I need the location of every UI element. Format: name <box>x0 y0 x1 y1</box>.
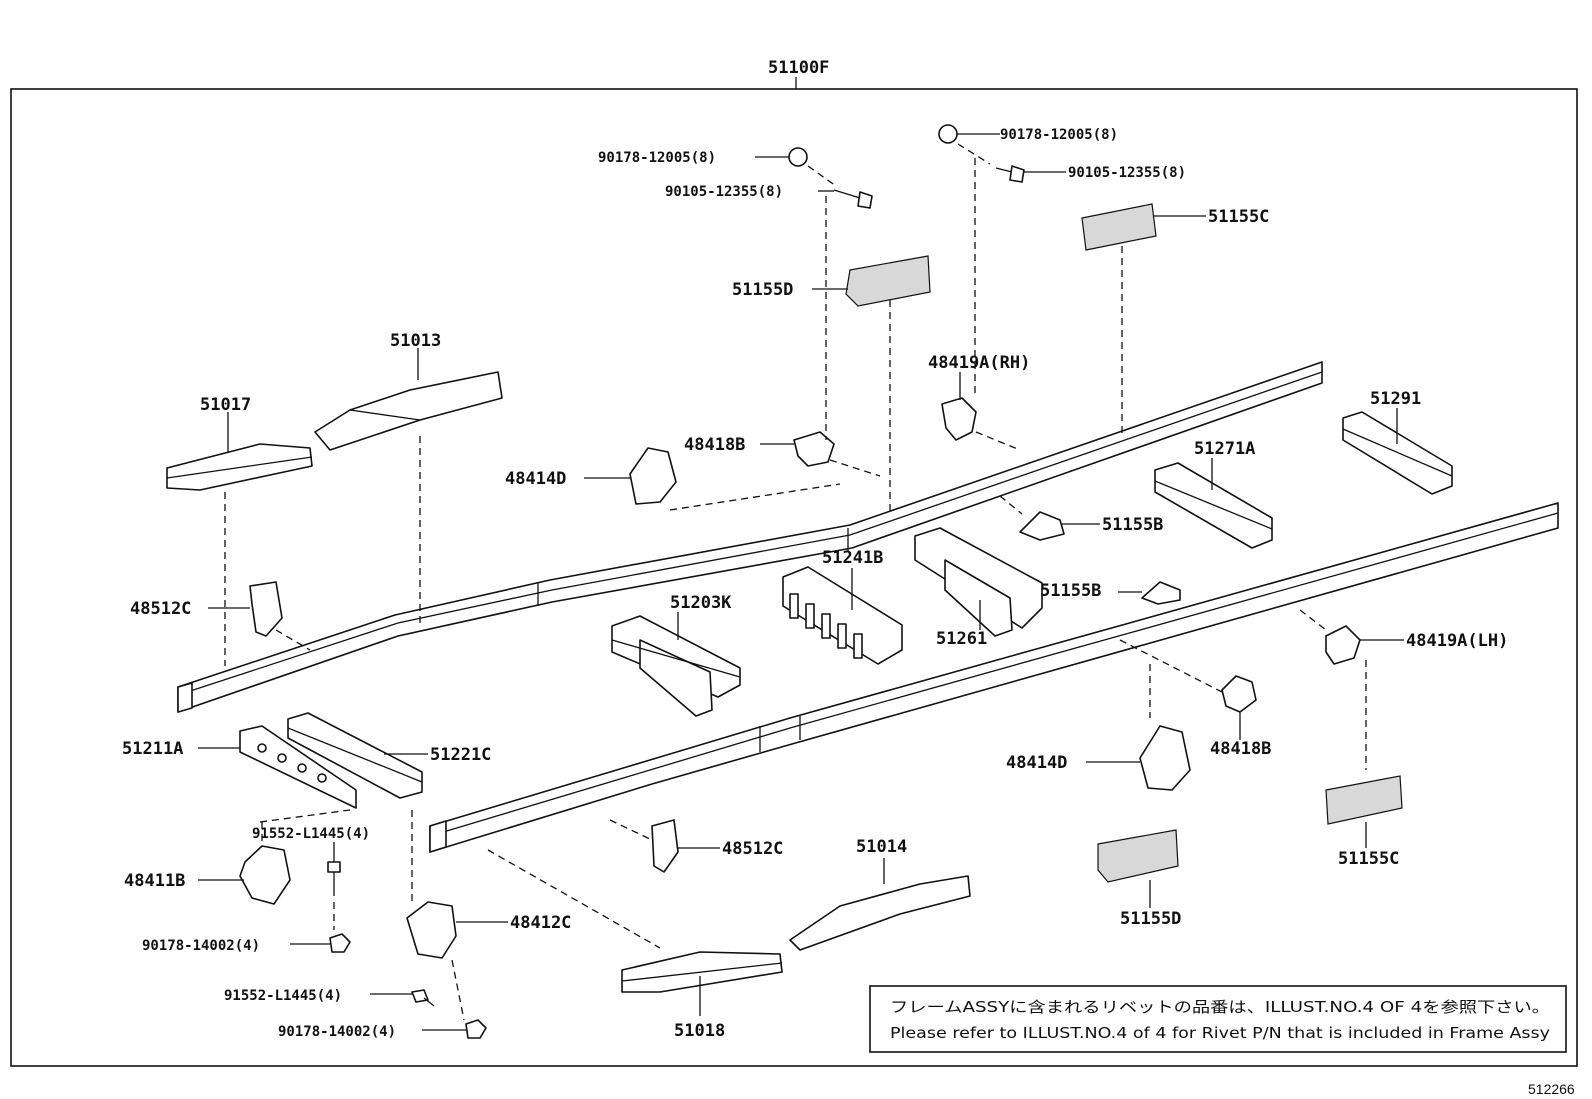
nut-90178-12005-a <box>788 147 808 167</box>
bracket-48419A-rh <box>941 397 977 441</box>
label-51155D-bottom[interactable]: 51155D <box>1120 909 1181 929</box>
crossmember-51018 <box>621 951 783 993</box>
label-90178-14002-a[interactable]: 90178-14002(4) <box>142 938 260 954</box>
label-51155D-top[interactable]: 51155D <box>732 280 793 300</box>
label-91552-L1445-a[interactable]: 91552-L1445(4) <box>252 826 370 842</box>
part-labels: 90178-12005(8) 90105-12355(8) 90178-1200… <box>122 127 1508 1041</box>
nut-90178-12005-b <box>938 124 958 144</box>
label-51155B-a[interactable]: 51155B <box>1102 515 1163 535</box>
bracket-48419A-lh <box>1325 625 1361 665</box>
bracket-48411B <box>239 845 291 905</box>
bolt-90105-12355-b <box>995 165 1025 183</box>
crossmember-51291 <box>1342 411 1453 495</box>
label-51155C-top[interactable]: 51155C <box>1208 207 1269 227</box>
bolt-90105-12355-a <box>833 189 873 209</box>
assembly-border <box>10 88 1578 1067</box>
label-51241B[interactable]: 51241B <box>822 548 883 568</box>
assembly-dash-lines <box>224 143 1367 1021</box>
illustration-ref-number: 512266 <box>1528 1081 1575 1097</box>
bracket-48512C-top <box>249 581 283 637</box>
label-51271A[interactable]: 51271A <box>1194 439 1255 459</box>
label-51013[interactable]: 51013 <box>390 331 441 351</box>
crossmember-51014 <box>789 875 971 951</box>
bracket-48418B-bottom <box>1221 675 1257 713</box>
crossmember-51017 <box>166 443 313 491</box>
crossmember-51013 <box>314 371 503 451</box>
crossmember-51261 <box>914 527 1043 637</box>
label-48419A-rh[interactable]: 48419A(RH) <box>928 353 1030 373</box>
label-90105-12355-b[interactable]: 90105-12355(8) <box>1068 165 1186 181</box>
label-48412C[interactable]: 48412C <box>510 913 571 933</box>
plate-51155C-top <box>1081 203 1157 251</box>
bracket-48414D-top <box>629 447 677 505</box>
label-48512C-top[interactable]: 48512C <box>130 599 191 619</box>
label-48418B-bottom[interactable]: 48418B <box>1210 739 1271 759</box>
crossmember-51221C <box>287 712 423 799</box>
label-51211A[interactable]: 51211A <box>122 739 183 759</box>
bolt-91552-L1445-b <box>411 989 435 1007</box>
bracket-51155B-a <box>1019 511 1065 541</box>
label-48411B[interactable]: 48411B <box>124 871 185 891</box>
label-90178-14002-b[interactable]: 90178-14002(4) <box>278 1024 396 1040</box>
label-51261[interactable]: 51261 <box>936 629 987 649</box>
crossmember-51271A <box>1154 462 1273 549</box>
label-48512C-bottom[interactable]: 48512C <box>722 839 783 859</box>
leader-lines <box>198 133 1404 1031</box>
rh-side-rail <box>177 361 1323 713</box>
nut-90178-14002-b <box>465 1019 487 1039</box>
label-90105-12355-a[interactable]: 90105-12355(8) <box>665 184 783 200</box>
label-51155C-bottom[interactable]: 51155C <box>1338 849 1399 869</box>
note-line-en: Please refer to ILLUST.NO.4 of 4 for Riv… <box>890 1024 1550 1042</box>
label-51014[interactable]: 51014 <box>856 837 907 857</box>
label-51018[interactable]: 51018 <box>674 1021 725 1041</box>
crossmember-51203K <box>611 615 741 717</box>
label-51155B-b[interactable]: 51155B <box>1040 581 1101 601</box>
bracket-48418B-top <box>793 431 835 467</box>
lh-side-rail <box>429 502 1559 853</box>
bracket-48412C <box>406 901 457 959</box>
bracket-48512C-bottom <box>651 819 679 873</box>
label-90178-12005-a[interactable]: 90178-12005(8) <box>598 150 716 166</box>
label-51291[interactable]: 51291 <box>1370 389 1421 409</box>
label-91552-L1445-b[interactable]: 91552-L1445(4) <box>224 988 342 1004</box>
crossmember-51211A <box>239 725 357 809</box>
label-51017[interactable]: 51017 <box>200 395 251 415</box>
label-48419A-lh[interactable]: 48419A(LH) <box>1406 631 1508 651</box>
label-48414D-bottom[interactable]: 48414D <box>1006 753 1067 773</box>
nut-90178-14002-a <box>329 933 351 953</box>
label-48414D-top[interactable]: 48414D <box>505 469 566 489</box>
label-51203K[interactable]: 51203K <box>670 593 732 613</box>
label-48418B-top[interactable]: 48418B <box>684 435 745 455</box>
plate-51155D-top <box>845 255 931 307</box>
note-line-jp: フレームASSYに含まれるリベットの品番は、ILLUST.NO.4 OF 4を参… <box>890 998 1550 1016</box>
crossmember-51241B <box>782 566 903 665</box>
plate-51155C-bottom <box>1325 775 1403 825</box>
plate-51155D-bottom <box>1097 829 1179 883</box>
bolt-91552-L1445-a <box>327 861 341 896</box>
assembly-label: 51100F <box>768 58 829 78</box>
rivet-note: フレームASSYに含まれるリベットの品番は、ILLUST.NO.4 OF 4を参… <box>869 985 1567 1053</box>
label-51221C[interactable]: 51221C <box>430 745 491 765</box>
bracket-48414D-bottom <box>1139 725 1191 791</box>
bracket-51155B-b <box>1141 581 1181 605</box>
label-90178-12005-b[interactable]: 90178-12005(8) <box>1000 127 1118 143</box>
